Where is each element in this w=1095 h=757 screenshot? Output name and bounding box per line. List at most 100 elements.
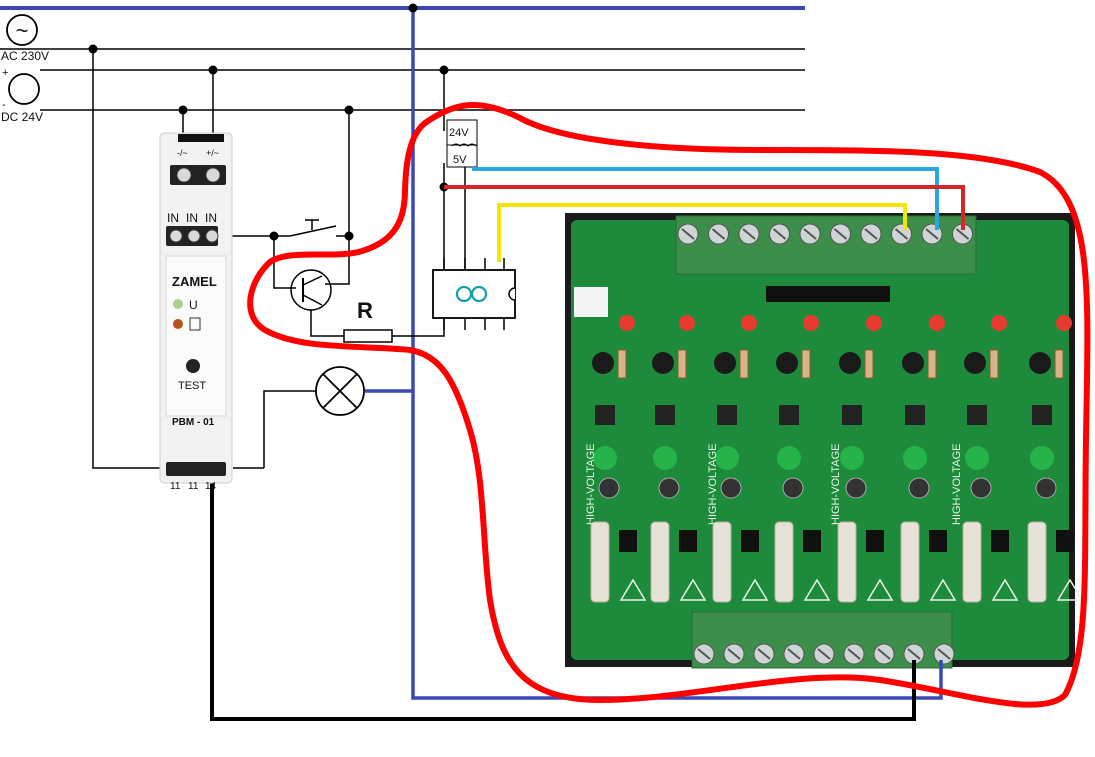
test-button[interactable] <box>186 359 200 373</box>
arduino-chip <box>432 258 516 330</box>
green-led <box>965 446 989 470</box>
black-load-wire <box>210 470 916 721</box>
resistor-part <box>677 349 687 379</box>
bottom-terminal-label: 11 <box>170 481 181 492</box>
pin-header <box>766 286 890 302</box>
resistor-symbol: R <box>343 298 393 343</box>
warning-icon <box>1056 578 1084 601</box>
power-resistor <box>837 521 857 603</box>
junction-dot <box>88 44 98 54</box>
capacitor <box>720 477 742 499</box>
warning-icon <box>866 578 894 601</box>
green-led <box>1030 446 1054 470</box>
relay-coil-icon <box>189 317 201 331</box>
optocoupler <box>842 405 862 425</box>
ac-symbol: ~ <box>16 18 29 43</box>
green-led <box>653 446 677 470</box>
junction-dot <box>439 65 449 75</box>
power-resistor <box>590 521 610 603</box>
dc-source-icon <box>8 73 40 105</box>
lamp-symbol <box>315 366 365 416</box>
terminal-label-minus: -/~ <box>177 148 188 158</box>
transistor-part <box>776 352 798 374</box>
warning-icon <box>991 578 1019 601</box>
junction-dot <box>408 3 418 13</box>
dc-label: DC 24V <box>1 110 43 124</box>
transistor-part <box>1029 352 1051 374</box>
relay-led <box>173 319 183 329</box>
resistor-part <box>801 349 811 379</box>
silkscreen-label: HIGH-VOLTAGE <box>830 444 842 526</box>
red-led <box>741 315 757 331</box>
capacitor <box>782 477 804 499</box>
zamel-relay-module: -/~ +/~ IN IN IN ZAMEL U TEST PBM - 01 1… <box>159 132 233 492</box>
bottom-terminal-block <box>691 611 955 669</box>
optocoupler <box>717 405 737 425</box>
red-led <box>679 315 695 331</box>
dc-plus-label: + <box>2 67 8 79</box>
bottom-terminal-label: 11 <box>188 481 199 492</box>
dc-source: + - DC 24V <box>1 67 43 124</box>
yellow-signal-wire <box>497 203 907 262</box>
triac <box>619 530 637 552</box>
silkscreen-label: HIGH-VOLTAGE <box>951 444 963 526</box>
resistor-part <box>617 349 627 379</box>
ac-source: ~ AC 230V <box>1 14 49 63</box>
white-label-pad <box>574 287 608 317</box>
resistor-part <box>927 349 937 379</box>
capacitor <box>908 477 930 499</box>
capacitor <box>1035 477 1057 499</box>
control-wires <box>92 49 916 721</box>
junction-dot <box>178 105 188 115</box>
triac <box>991 530 1009 552</box>
red-led <box>803 315 819 331</box>
ac-source-icon <box>6 14 38 46</box>
transistor-part <box>964 352 986 374</box>
triac <box>929 530 947 552</box>
ac-label: AC 230V <box>1 49 49 63</box>
green-led <box>840 446 864 470</box>
power-resistor <box>712 521 732 603</box>
triac <box>803 530 821 552</box>
capacitor <box>970 477 992 499</box>
top-terminal-block <box>675 215 977 275</box>
triac <box>1056 530 1074 552</box>
terminal-label-plus: +/~ <box>206 148 219 158</box>
capacitor <box>658 477 680 499</box>
transistor-part <box>592 352 614 374</box>
green-led <box>715 446 739 470</box>
silkscreen-label: HIGH-VOLTAGE <box>585 444 597 526</box>
power-rails <box>0 6 805 111</box>
green-led <box>903 446 927 470</box>
warning-icon <box>741 578 769 601</box>
transistor-part <box>902 352 924 374</box>
transistor-part <box>839 352 861 374</box>
relay-board: HIGH-VOLTAGE HIGH-VOLTAGE HIGH-VOLTAGE H… <box>565 213 1084 669</box>
red-led <box>866 315 882 331</box>
arduino-logo-icon <box>455 285 488 303</box>
junction-dot <box>269 231 279 241</box>
power-resistor <box>650 521 670 603</box>
power-resistor <box>900 521 920 603</box>
optocoupler <box>779 405 799 425</box>
warning-icon <box>679 578 707 601</box>
triac <box>866 530 884 552</box>
input-label: IN <box>205 211 217 225</box>
junction-dot <box>344 105 354 115</box>
transformer-secondary-label: 5V <box>453 154 467 166</box>
junction-dots <box>88 3 449 241</box>
transistor-symbol <box>290 269 332 311</box>
optocoupler <box>967 405 987 425</box>
green-led <box>777 446 801 470</box>
brand-logo: ZAMEL <box>172 274 217 289</box>
input-label: IN <box>167 211 179 225</box>
warning-icon <box>619 578 647 601</box>
power-led <box>173 299 183 309</box>
model-label: PBM - 01 <box>172 417 215 428</box>
power-resistor <box>774 521 794 603</box>
optocoupler <box>655 405 675 425</box>
input-label: IN <box>186 211 198 225</box>
silkscreen-label: HIGH-VOLTAGE <box>707 444 719 526</box>
red-led <box>619 315 635 331</box>
dc-minus-label: - <box>2 99 6 111</box>
